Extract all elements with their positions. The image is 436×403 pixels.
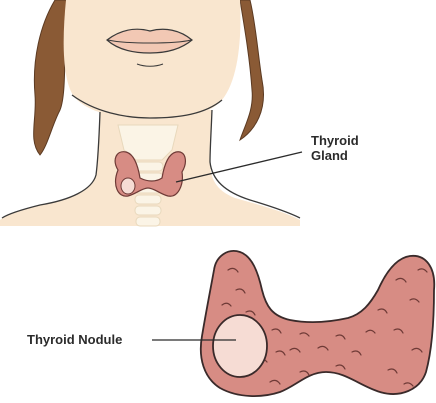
thyroid-gland-label: Thyroid Gland: [311, 133, 359, 163]
thyroid-small-nodule: [121, 178, 135, 194]
hair-right: [240, 0, 263, 140]
neck-skin: [64, 0, 241, 118]
thyroid-large-illustration: [152, 251, 434, 396]
thyroid-gland-label-line1: Thyroid: [311, 133, 359, 148]
neck-illustration: [0, 0, 302, 226]
thyroid-nodule-label: Thyroid Nodule: [27, 332, 122, 347]
thyroid-gland-label-line2: Gland: [311, 148, 359, 163]
thyroid-nodule: [213, 315, 267, 377]
